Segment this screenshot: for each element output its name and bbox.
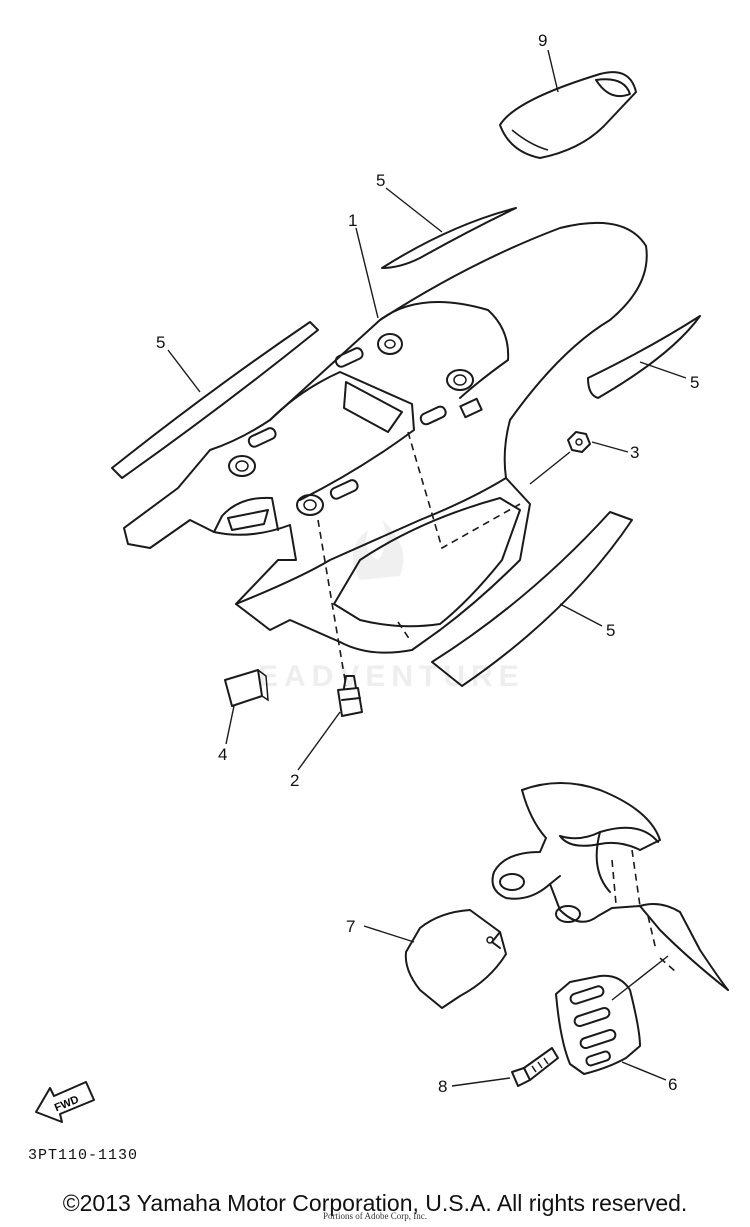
part-9-pad: [499, 71, 637, 159]
part-5-stripe-left: [111, 321, 319, 479]
callout-4: 4: [218, 745, 227, 764]
callout-7: 7: [346, 917, 355, 936]
callout-3: 3: [630, 443, 639, 462]
callout-5-left: 5: [156, 333, 165, 352]
part-4-reflector: [224, 669, 269, 707]
callout-5-top: 5: [376, 171, 385, 190]
callout-2: 2: [290, 771, 299, 790]
credit-line: Portions of Adobe Corp, Inc.: [323, 1211, 427, 1221]
part-3-nut: [567, 431, 591, 453]
part-5-stripe-top: [381, 207, 517, 269]
watermark-text: EADVENTURE: [258, 660, 525, 693]
fwd-arrow-icon: FWD: [35, 1081, 95, 1123]
callout-6: 6: [668, 1075, 677, 1094]
part-8-bolt: [511, 1047, 559, 1087]
copyright-notice: ©2013 Yamaha Motor Corporation, U.S.A. A…: [62, 1190, 688, 1216]
frame-section: [491, 782, 729, 991]
watermark-logo: [352, 520, 404, 580]
callout-8: 8: [438, 1077, 447, 1096]
callout-9: 9: [538, 31, 547, 50]
part-7-cover: [404, 909, 507, 1009]
callout-1: 1: [348, 211, 357, 230]
part-1-rear-fender: [123, 221, 648, 654]
part-5-stripe-lower: [431, 511, 633, 687]
leader-lines: [167, 49, 687, 1087]
diagram-part-code: 3PT110-1130: [28, 1147, 139, 1164]
part-5-stripe-right: [587, 315, 701, 399]
callout-5-lower: 5: [606, 621, 615, 640]
part-2-bolt: [317, 519, 363, 717]
callout-5-right: 5: [690, 373, 699, 392]
part-6-guard: [555, 974, 641, 1075]
